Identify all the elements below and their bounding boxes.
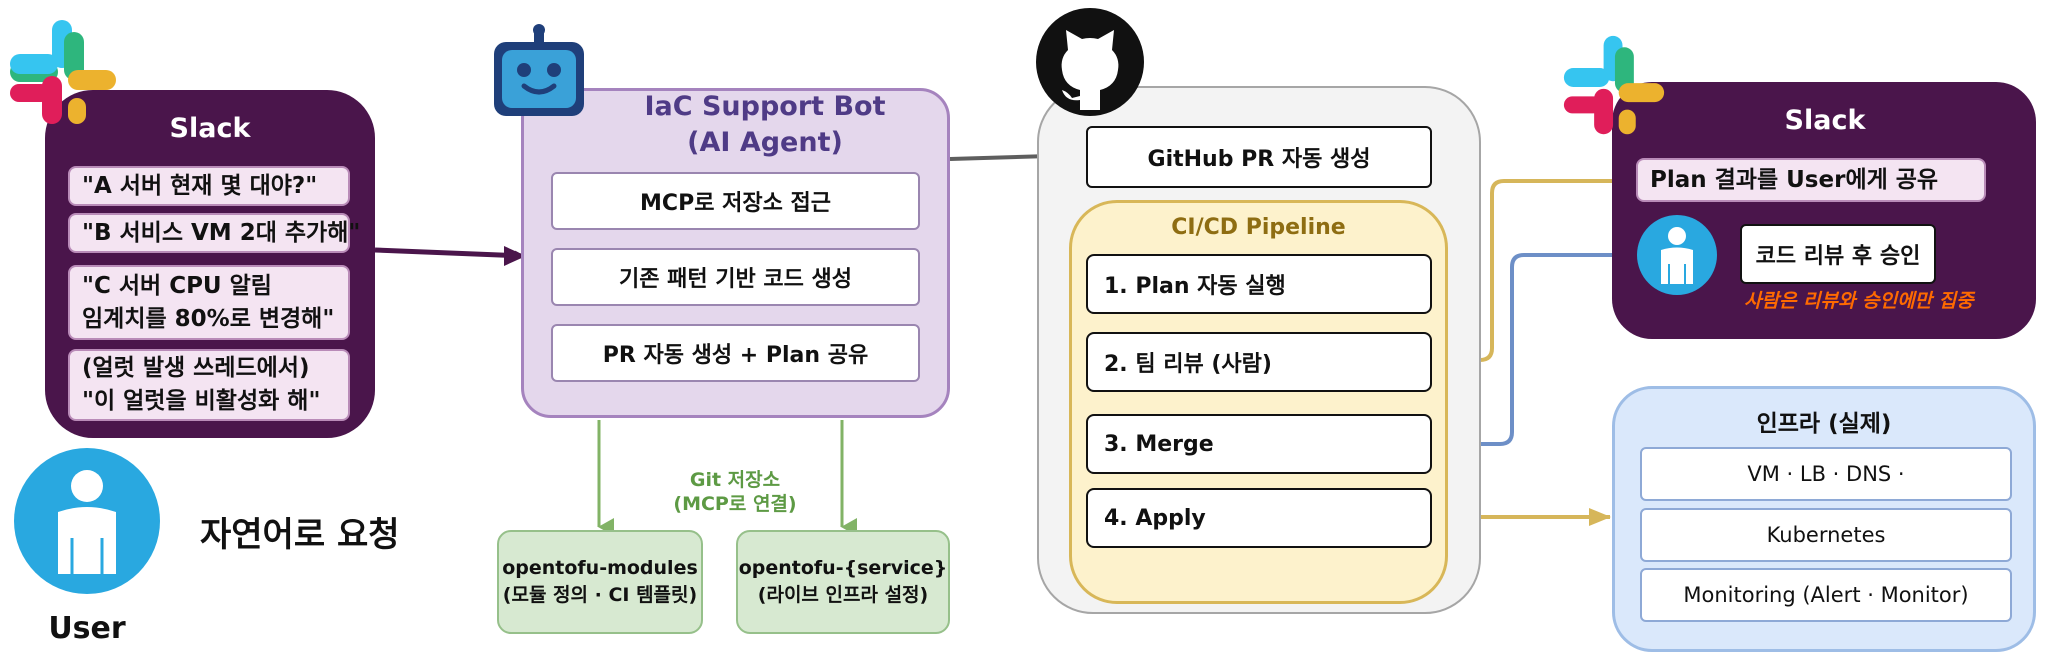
repo-description: (모듈 정의 · CI 템플릿) [502, 584, 698, 606]
chat-message: (얼럿 발생 쓰레드에서) "이 얼럿을 비활성화 해" [68, 349, 350, 421]
chat-message: "A 서버 현재 몇 대야?" [68, 166, 350, 206]
pipeline-step-review: 2. 팀 리뷰 (사람) [1086, 332, 1432, 392]
chat-message: "B 서비스 VM 2대 추가해" [68, 213, 361, 253]
slack-logo-icon [1563, 35, 1665, 135]
slack-to-bot-arrowhead [504, 246, 526, 266]
github-octocat-icon [1036, 8, 1144, 116]
approve-to-merge-arrow [1433, 253, 1640, 453]
chat-message-text: "C 서버 CPU 알림 [82, 272, 272, 299]
chat-message: "C 서버 CPU 알림 임계치를 80%로 변경해" [68, 265, 350, 340]
bot-capability: 기존 패턴 기반 코드 생성 [551, 248, 920, 306]
github-pr-box: GitHub PR 자동 생성 [1086, 126, 1432, 188]
user-icon [14, 448, 160, 594]
repo-name: opentofu-modules [502, 557, 698, 579]
infra-item: Kubernetes [1640, 508, 2012, 562]
plan-share-text: Plan 결과를 User에게 공유 [1650, 166, 1939, 193]
human-focus-note: 사람은 리뷰와 승인에만 집중 [1744, 290, 1974, 312]
robot-icon [494, 24, 584, 116]
iac-bot-title-line: IaC Support Bot [644, 91, 886, 122]
iac-bot-subtitle-line: (AI Agent) [687, 127, 843, 158]
repo-box-service: opentofu-{service} (라이브 인프라 설정) [736, 530, 950, 634]
cicd-pipeline-title: CI/CD Pipeline [1171, 214, 1346, 240]
chat-message-text: "B 서비스 VM 2대 추가해" [82, 219, 361, 246]
iac-bot-title: IaC Support Bot (AI Agent) [600, 88, 930, 162]
plan-share-message: Plan 결과를 User에게 공유 [1636, 158, 1986, 202]
approve-box: 코드 리뷰 후 승인 [1740, 224, 1936, 284]
chat-message-text: 임계치를 80%로 변경해" [82, 305, 335, 332]
natural-language-request-text: 자연어로 요청 [200, 515, 400, 555]
git-repo-label: Git 저장소 (MCP로 연결) [655, 466, 815, 518]
slack-logo-icon [10, 20, 116, 124]
chat-message-text: "이 얼럿을 비활성화 해" [82, 388, 321, 414]
repo-name: opentofu-{service} [738, 557, 948, 579]
repo-box-modules: opentofu-modules (모듈 정의 · CI 템플릿) [497, 530, 703, 634]
user-icon [1637, 215, 1717, 295]
pipeline-step-plan: 1. Plan 자동 실행 [1086, 254, 1432, 314]
infra-item: VM · LB · DNS · [1640, 447, 2012, 501]
pipeline-step-merge: 3. Merge [1086, 414, 1432, 474]
repo-description: (라이브 인프라 설정) [757, 584, 929, 606]
bot-capability: PR 자동 생성 + Plan 공유 [551, 324, 920, 382]
git-repo-label-line: (MCP로 연결) [673, 493, 797, 515]
infra-item: Monitoring (Alert · Monitor) [1640, 568, 2012, 622]
team-slack-title: Slack [1784, 104, 1866, 136]
pipeline-step-apply: 4. Apply [1086, 488, 1432, 548]
slack-to-bot-arrow [374, 247, 525, 261]
chat-message-text: "A 서버 현재 몇 대야?" [82, 172, 318, 199]
user-slack-title: Slack [169, 112, 251, 144]
review-to-slack-arrow [1433, 172, 1635, 362]
bot-capability: MCP로 저장소 접근 [551, 172, 920, 230]
team-slack-panel [1612, 82, 2036, 339]
git-repo-label-line: Git 저장소 [689, 469, 781, 491]
infra-title: 인프라 (실제) [1756, 411, 1892, 437]
chat-message-text: (얼럿 발생 쓰레드에서) [82, 355, 310, 381]
user-label: User [48, 610, 126, 646]
